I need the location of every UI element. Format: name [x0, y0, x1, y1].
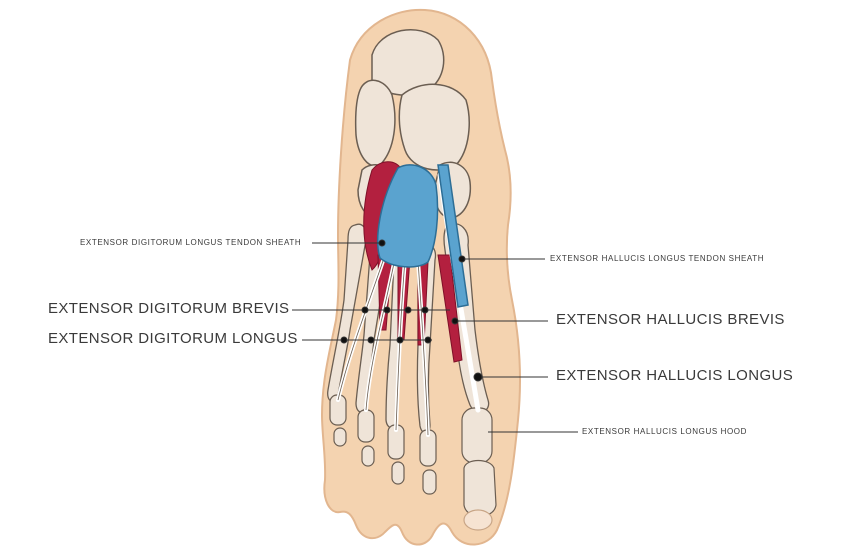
edl-tendon-sheath — [377, 164, 439, 268]
ehb-dot — [451, 317, 459, 325]
toe-1-phalanx — [461, 407, 493, 464]
ehl-dot — [473, 372, 483, 382]
edb-dot-2 — [383, 306, 391, 314]
calcaneus-bone — [354, 79, 396, 167]
ehl-tendon-sheath — [437, 164, 469, 308]
label-ehl-tendon-sheath: EXTENSOR HALLUCIS LONGUS TENDON SHEATH — [550, 254, 765, 263]
edl-dot-2 — [367, 336, 375, 344]
edl-dot-3 — [396, 336, 404, 344]
toe-5-distal — [333, 427, 347, 447]
toe-1-distal — [463, 459, 497, 517]
label-edl-tendon-sheath: EXTENSOR DIGITORUM LONGUS TENDON SHEATH — [80, 238, 302, 247]
toe-4-distal — [361, 445, 375, 467]
label-extensor-hallucis-brevis: EXTENSOR HALLUCIS BREVIS — [556, 311, 785, 328]
toe-1-nail — [463, 509, 493, 531]
label-extensor-digitorum-longus: EXTENSOR DIGITORUM LONGUS — [48, 330, 298, 347]
edl-sheath-dot — [378, 239, 386, 247]
leader-lines — [292, 239, 578, 433]
edb-dot-3 — [404, 306, 412, 314]
edl-dot-1 — [340, 336, 348, 344]
label-extensor-digitorum-brevis: EXTENSOR DIGITORUM BREVIS — [48, 300, 290, 317]
toe-4-phalanx — [357, 409, 375, 443]
toe-3-distal — [391, 461, 405, 485]
edb-dot-4 — [421, 306, 429, 314]
phalanx-bones — [329, 394, 497, 531]
edb-dot-1 — [361, 306, 369, 314]
navicular-bone — [398, 83, 470, 171]
ehl-sheath-dot — [458, 255, 466, 263]
label-extensor-hallucis-longus: EXTENSOR HALLUCIS LONGUS — [556, 367, 794, 384]
toe-2-distal — [422, 469, 437, 495]
label-ehl-hood: EXTENSOR HALLUCIS LONGUS HOOD — [582, 427, 747, 436]
edl-dot-4 — [424, 336, 432, 344]
edl-tendon-outlines — [337, 254, 429, 436]
